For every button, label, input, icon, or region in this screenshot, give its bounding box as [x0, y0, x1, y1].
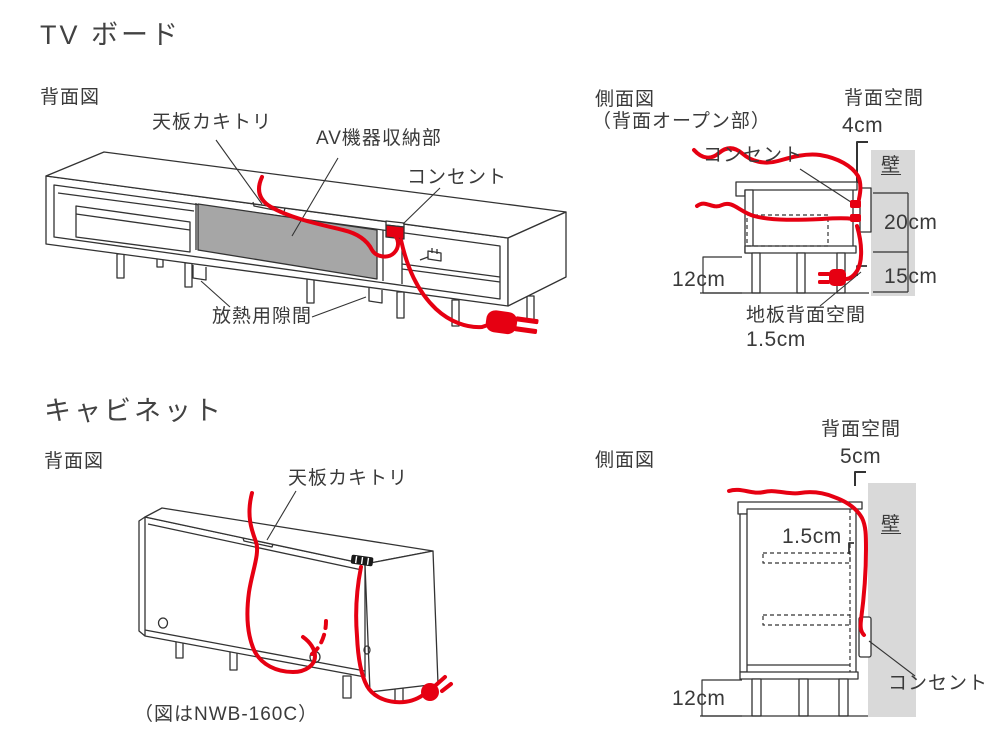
power-cable [727, 487, 868, 637]
av-storage-back-panel [197, 203, 378, 280]
cable-plug-ends [850, 200, 861, 222]
tvboard-rear-drawing [45, 139, 567, 335]
cabinet-rear-leader [266, 490, 297, 541]
tvboard-side-view-label: 側面図 [595, 89, 656, 110]
heat-vent-notch [368, 288, 383, 304]
cable-clamp-icon [350, 554, 374, 567]
power-cable [245, 491, 425, 705]
rear-space-bracket [856, 141, 868, 183]
cabinet-rear-view-label: 背面図 [44, 451, 105, 472]
cabinet-back-gap-value: 1.5cm [782, 525, 842, 548]
rear-space-bracket [854, 471, 866, 486]
tvboard-rear-outlet-label: コンセント [407, 167, 508, 188]
shelf-dashed-outline [762, 614, 851, 626]
tvboard-leg-height-value: 12cm [672, 268, 726, 291]
power-plug-icon [421, 675, 453, 701]
cabinet-side-outlet-label: コンセント [888, 673, 989, 694]
bottom-section-height-value: 15cm [884, 265, 938, 288]
cabinet-side-leader [868, 640, 916, 677]
floor-rear-space-value: 1.5cm [746, 328, 806, 351]
cabinet-side-drawing [700, 471, 916, 717]
open-section-height-value: 20cm [884, 211, 938, 234]
power-plug-icon [485, 310, 539, 335]
power-cable [692, 146, 864, 281]
tvboard-rear-leaders [200, 139, 441, 318]
outlet-box-icon [385, 220, 405, 240]
tvboard-rear-space-label: 背面空間 [844, 88, 925, 109]
cable-connector-icon [419, 248, 442, 262]
tvboard-top-cutout-label: 天板カキトリ [152, 112, 273, 133]
heat-vent-notch [192, 265, 207, 281]
leg-height-bracket [702, 256, 742, 294]
leg-height-bracket [701, 679, 742, 717]
cabinet-model-caption: （図はNWB-160C） [134, 704, 319, 725]
cabinet-rear-space-value: 5cm [840, 445, 882, 468]
cabinet-title: キャビネット [44, 396, 224, 426]
tvboard-side-outlet-label: コンセント [703, 145, 804, 166]
power-cable [257, 175, 490, 330]
tvboard-side-leaders [799, 168, 862, 307]
tvboard-title: TV ボード [40, 20, 182, 50]
tvboard-rear-view-label: 背面図 [40, 87, 101, 108]
cabinet-rear-space-label: 背面空間 [821, 419, 902, 440]
tvboard-rear-space-value: 4cm [842, 114, 884, 137]
tvboard-wall-label: 壁 [881, 155, 902, 176]
back-gap-mark [848, 542, 854, 554]
cabinet-wall-label: 壁 [881, 514, 902, 535]
cabinet-rear-drawing [138, 490, 453, 705]
cabinet-leg-height-value: 12cm [672, 687, 726, 710]
top-cutout-notch [252, 201, 286, 213]
cabinet-side-view-label: 側面図 [595, 450, 656, 471]
power-plug-icon [818, 269, 846, 286]
av-storage-label: AV機器収納部 [316, 128, 442, 149]
vent-gap-label: 放熱用隙間 [212, 306, 313, 327]
wall [868, 483, 916, 717]
floor-rear-space-label: 地板背面空間 [746, 305, 867, 326]
tvboard-side-drawing [692, 141, 915, 307]
cabinet-top-cutout-label: 天板カキトリ [288, 468, 409, 489]
tvboard-side-view-sublabel: （背面オープン部） [592, 111, 771, 132]
wall-outlet-icon [859, 187, 872, 233]
shelf-dashed-outline [762, 552, 851, 564]
